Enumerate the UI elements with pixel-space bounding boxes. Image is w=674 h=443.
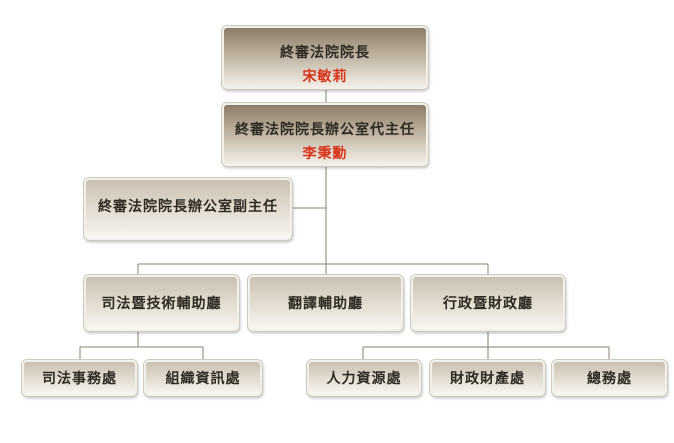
division-box: 財政財產處 bbox=[430, 360, 545, 396]
department-box: 司法暨技術輔助廳 bbox=[84, 275, 239, 331]
department-label: 翻譯輔助廳 bbox=[288, 296, 363, 312]
division-box: 組織資訊處 bbox=[144, 360, 262, 396]
office-deputy-title: 終審法院院長辦公室副主任 bbox=[98, 199, 278, 215]
department-box: 翻譯輔助廳 bbox=[248, 275, 403, 331]
division-box: 總務處 bbox=[552, 360, 667, 396]
division-label: 財政財產處 bbox=[450, 371, 525, 387]
department-label: 司法暨技術輔助廳 bbox=[101, 296, 222, 312]
president-box: 終審法院院長 宋敏莉 bbox=[222, 26, 428, 89]
office-deputy-box: 終審法院院長辦公室副主任 bbox=[84, 178, 292, 240]
division-label: 人力資源處 bbox=[326, 371, 402, 387]
division-label: 總務處 bbox=[587, 371, 632, 387]
division-box: 司法事務處 bbox=[22, 360, 137, 396]
president-name: 宋敏莉 bbox=[302, 69, 348, 85]
department-label: 行政暨財政廳 bbox=[443, 296, 533, 312]
division-label: 組織資訊處 bbox=[165, 371, 241, 387]
office-head-title: 終審法院院長辦公室代主任 bbox=[235, 122, 415, 138]
office-head-box: 終審法院院長辦公室代主任 李秉勳 bbox=[222, 103, 428, 166]
president-title: 終審法院院長 bbox=[280, 45, 370, 61]
division-label: 司法事務處 bbox=[42, 371, 117, 387]
department-box: 行政暨財政廳 bbox=[411, 275, 565, 331]
office-head-name: 李秉勳 bbox=[302, 146, 348, 162]
division-box: 人力資源處 bbox=[307, 360, 421, 396]
